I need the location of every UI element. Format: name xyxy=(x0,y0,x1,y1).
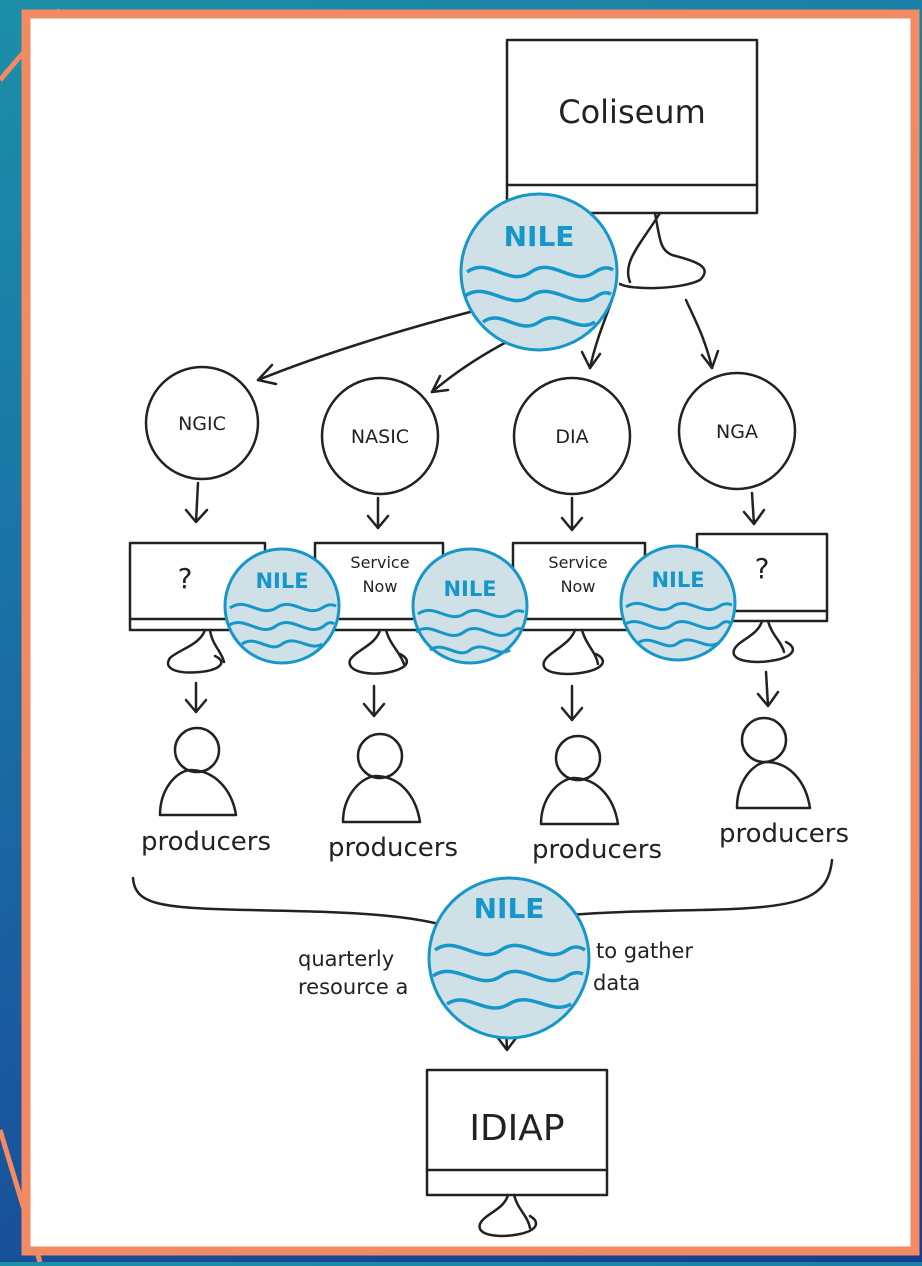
agency-label-ngic: NGIC xyxy=(178,413,226,435)
idiap-label: IDIAP xyxy=(469,1108,564,1149)
note-line1-right: to gather xyxy=(596,939,693,963)
agency-circle-dia xyxy=(512,376,632,496)
agency-circle-nga xyxy=(677,371,797,491)
agency-label-nasic: NASIC xyxy=(351,426,409,448)
producer-icon-1 xyxy=(158,726,238,817)
agency-label-nga: NGA xyxy=(716,421,758,443)
system-label-dia-line2: Now xyxy=(561,577,596,596)
producers-label-2: producers xyxy=(328,833,458,863)
producers-label-4: producers xyxy=(719,819,849,849)
nile-badge-ngic: NILE xyxy=(223,547,341,665)
system-label-nasic-line1: Service xyxy=(350,553,409,572)
system-label-nasic-line2: Now xyxy=(363,577,398,596)
producer-icon-2 xyxy=(341,732,422,824)
producer-icon-4 xyxy=(735,716,812,810)
coliseum-monitor xyxy=(505,38,759,290)
agency-circle-ngic xyxy=(144,365,260,481)
nile-badge-dia: NILE xyxy=(619,544,737,662)
agency-circle-nasic xyxy=(320,376,440,496)
nile-badge-bottom: NILE xyxy=(427,876,591,1040)
note-line2-left: resource a xyxy=(298,975,408,999)
nile-badge-nasic: NILE xyxy=(411,547,529,665)
monitor-arrows xyxy=(184,670,780,722)
svg-text:NILE: NILE xyxy=(255,569,308,593)
agency-label-dia: DIA xyxy=(555,426,588,448)
system-label-ngic: ? xyxy=(178,562,193,595)
note-line2-right: data xyxy=(593,971,640,995)
producers-label-3: producers xyxy=(532,835,662,865)
svg-text:NILE: NILE xyxy=(474,892,545,925)
system-label-nga: ? xyxy=(755,552,770,585)
nile-badge-top: NILE xyxy=(459,192,619,352)
coliseum-arrows xyxy=(256,298,720,394)
system-label-dia-line1: Service xyxy=(548,553,607,572)
producer-icon-3 xyxy=(539,734,620,826)
svg-text:NILE: NILE xyxy=(651,568,704,592)
agency-arrows xyxy=(184,481,766,532)
svg-text:NILE: NILE xyxy=(504,220,575,253)
coliseum-label: Coliseum xyxy=(558,93,706,131)
idiap-monitor xyxy=(425,1068,609,1238)
note-line1-left: quarterly xyxy=(298,947,394,971)
svg-text:NILE: NILE xyxy=(443,577,496,601)
producers-label-1: producers xyxy=(141,827,271,857)
